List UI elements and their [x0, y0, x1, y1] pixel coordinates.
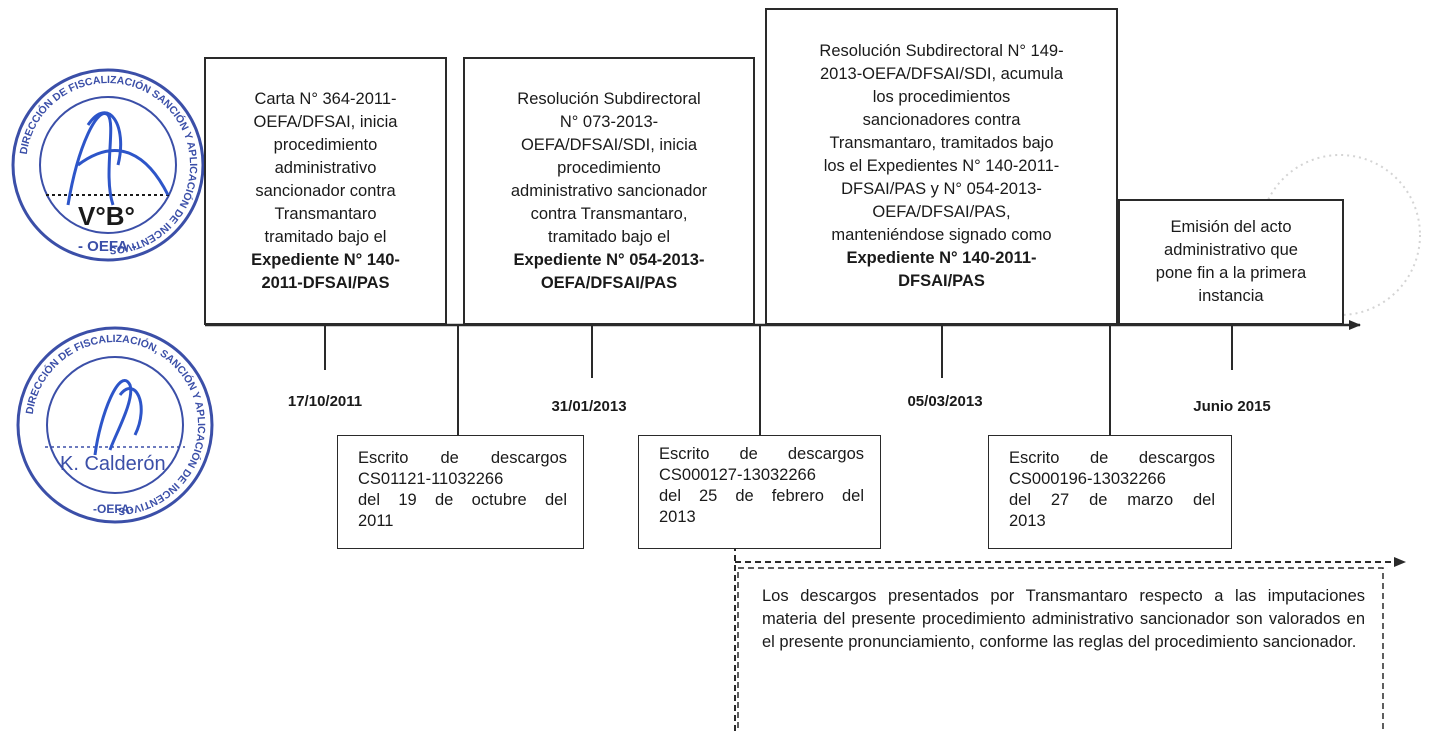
descargo-line: del 25 de febrero del: [659, 487, 864, 505]
stamp-2-center: K. Calderón: [60, 453, 166, 475]
event-line: sancionador contra: [255, 181, 396, 200]
event-box-resolucion-073: Resolución Subdirectoral N° 073-2013- OEFA…: [463, 57, 755, 325]
event-line: los procedimientos: [872, 88, 1011, 106]
signature-1: [66, 111, 170, 206]
descargo-line: 2013: [659, 508, 696, 526]
event-line: administrativo sancionador: [510, 181, 708, 200]
event-line: instancia: [1198, 287, 1264, 305]
event-line: Carta N° 364-2011-: [254, 89, 397, 108]
descargo-line: Escrito de descargos: [1009, 449, 1215, 467]
event-line: Resolución Subdirectoral: [517, 89, 701, 108]
descargo-line: del 19 de octubre del: [358, 491, 567, 509]
stamp-calderon: DIRECCIÓN DE FISCALIZACIÓN, SANCIÓN Y AP…: [16, 326, 214, 524]
event-expediente-line: DFSAI/PAS: [898, 272, 985, 290]
date-label: 31/01/2013: [551, 398, 627, 415]
event-3-lines: Resolución Subdirectoral N° 149- 2013-OEF…: [819, 40, 1063, 293]
descargo-line: Escrito de descargos: [358, 449, 567, 467]
descargo-line: 2013: [1009, 512, 1046, 530]
event-4-lines: Emisión del acto administrativo que pone f…: [1156, 216, 1306, 308]
event-line: los el Expedientes N° 140-2011-: [823, 157, 1060, 175]
event-line: administrativo: [274, 158, 377, 177]
event-line: Emisión del acto: [1170, 218, 1292, 236]
stamp-1-center: V°B°: [78, 201, 135, 231]
stamp-2-bottom: -OEFA-: [93, 502, 134, 516]
event-line: N° 073-2013-: [559, 112, 659, 131]
event-1-lines: Carta N° 364-2011- OEFA/DFSAI, inicia proc…: [251, 88, 400, 295]
event-line: manteniéndose signado como: [831, 226, 1052, 244]
event-line: 2013-OEFA/DFSAI/SDI, acumula: [819, 65, 1063, 83]
signature-2: [93, 379, 143, 456]
event-line: pone fin a la primera: [1155, 264, 1307, 282]
event-line: OEFA/DFSAI, inicia: [253, 112, 398, 131]
event-line: procedimiento: [273, 135, 378, 154]
faint-stamp: [1259, 154, 1421, 316]
event-line: sancionadores contra: [862, 111, 1021, 129]
date-label: Junio 2015: [1193, 398, 1271, 415]
event-line: contra Transmantaro,: [530, 204, 688, 223]
event-expediente-line: 2011-DFSAI/PAS: [261, 273, 390, 292]
stamp-2-ring-text: DIRECCIÓN DE FISCALIZACIÓN, SANCIÓN Y AP…: [24, 333, 207, 517]
descargo-line: CS000127-13032266: [659, 466, 816, 484]
event-expediente-line: Expediente N° 054-2013-: [513, 250, 705, 269]
descargo-line: 2011: [358, 512, 394, 530]
event-line: Transmantaro: [274, 204, 377, 223]
event-line: OEFA/DFSAI/PAS,: [872, 203, 1011, 221]
event-line: tramitado bajo el: [548, 227, 670, 246]
date-label: 17/10/2011: [287, 393, 363, 410]
stamp-1-bottom: - OEFA -: [78, 238, 137, 255]
event-line: procedimiento: [557, 158, 661, 177]
event-line: tramitado bajo el: [264, 227, 387, 246]
event-line: Transmantaro, tramitados bajo: [829, 134, 1054, 152]
event-expediente-line: Expediente N° 140-: [251, 250, 400, 269]
date-label: 05/03/2013: [907, 393, 983, 410]
descargo-line: CS01121-11032266: [358, 470, 504, 488]
event-box-resolucion-149: Resolución Subdirectoral N° 149- 2013-OEF…: [765, 8, 1118, 325]
descargo-line: CS000196-13032266: [1009, 470, 1166, 488]
event-2-lines: Resolución Subdirectoral N° 073-2013- OEFA…: [511, 88, 707, 295]
descargo-line: del 27 de marzo del: [1009, 491, 1215, 509]
note-text: Los descargos presentados por Transmanta…: [762, 587, 1365, 651]
event-box-emision: Emisión del acto administrativo que pone f…: [1118, 199, 1344, 325]
event-line: DFSAI/PAS y N° 054-2013-: [841, 180, 1042, 198]
event-line: administrativo que: [1164, 241, 1298, 259]
note-box-border: [737, 567, 1384, 731]
event-box-carta: Carta N° 364-2011- OEFA/DFSAI, inicia proc…: [204, 57, 447, 325]
event-expediente-line: Expediente N° 140-2011-: [846, 249, 1037, 267]
event-line: OEFA/DFSAI/SDI, inicia: [520, 135, 698, 154]
stamp-vobo: DIRECCIÓN DE FISCALIZACIÓN SANCIÓN Y APL…: [11, 68, 205, 262]
event-line: Resolución Subdirectoral N° 149-: [819, 42, 1064, 60]
descargo-line: Escrito de descargos: [659, 445, 864, 463]
event-expediente-line: OEFA/DFSAI/PAS: [540, 273, 678, 292]
